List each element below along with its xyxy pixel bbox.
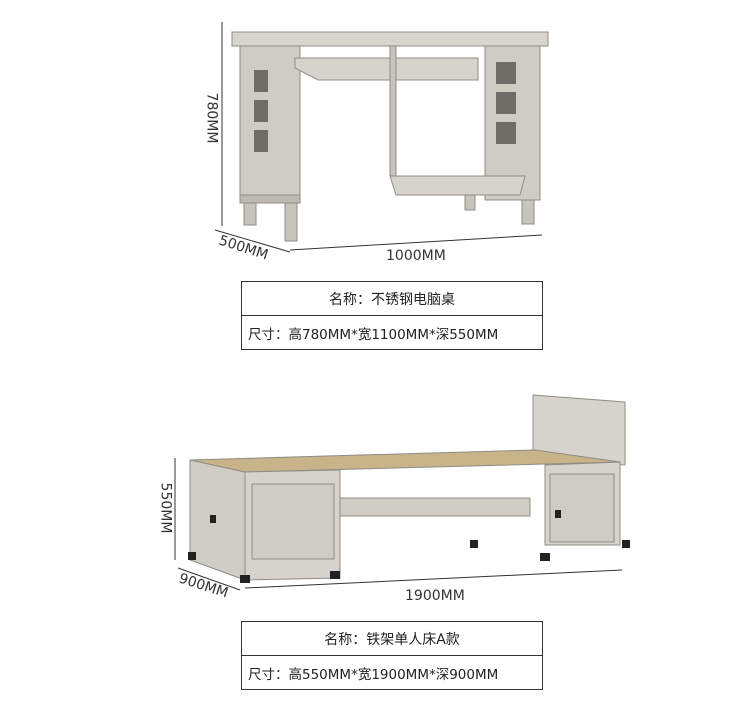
bed-illustration — [174, 394, 630, 591]
desk-size: 尺寸：高780MM*宽1100MM*深550MM — [248, 326, 499, 343]
desk-name: 名称：不锈钢电脑桌 — [242, 282, 542, 316]
desk-illustration — [214, 22, 549, 253]
desk-width-dimension: 1000MM — [386, 248, 446, 264]
bed-spec-table: 名称：铁架单人床A款 尺寸：高550MM*宽1900MM*深900MM — [241, 621, 543, 690]
bed-width-dimension: 1900MM — [405, 588, 465, 604]
bed-height-dimension: 550MM — [157, 482, 174, 534]
bed-size: 尺寸：高550MM*宽1900MM*深900MM — [248, 666, 499, 683]
bed-name: 名称：铁架单人床A款 — [242, 622, 542, 656]
desk-spec-table: 名称：不锈钢电脑桌 尺寸：高780MM*宽1100MM*深550MM — [241, 281, 543, 350]
desk-height-dimension: 780MM — [203, 92, 220, 144]
